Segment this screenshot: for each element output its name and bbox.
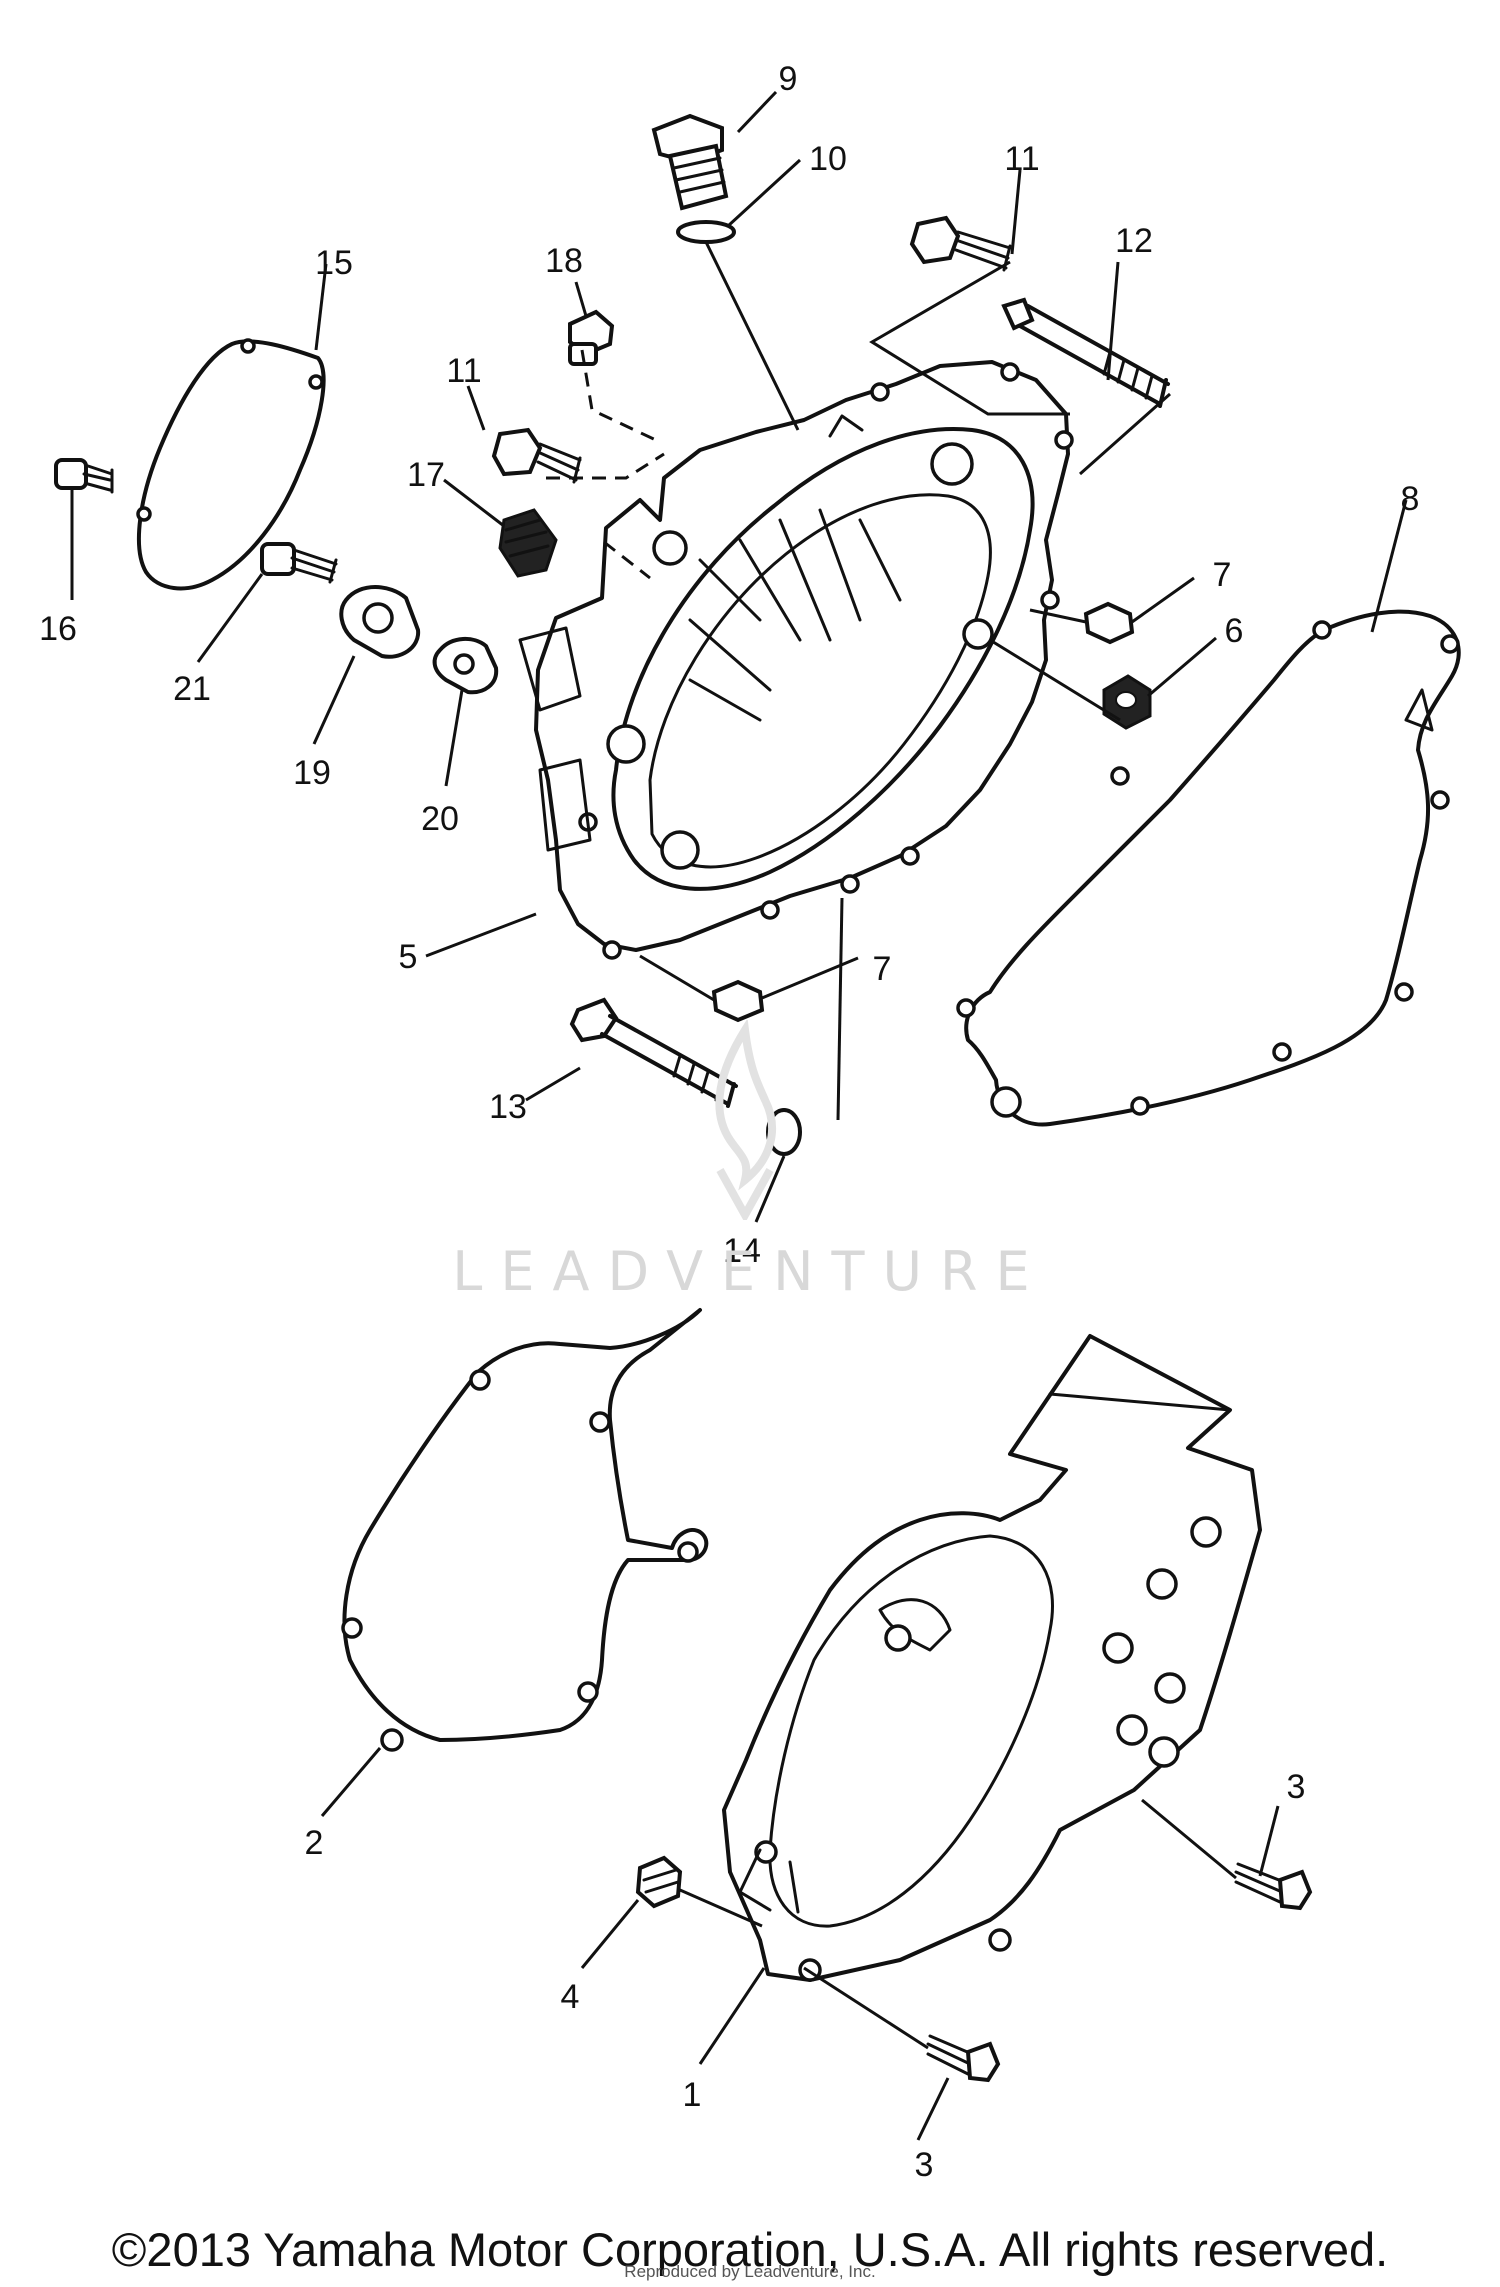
part-12-long-bolt — [1001, 297, 1170, 408]
part-13-long-bolt — [569, 997, 738, 1108]
callout-5: 5 — [399, 938, 418, 976]
callout-11-middle: 11 — [446, 352, 481, 390]
callout-4: 4 — [561, 1978, 580, 2016]
callout-11-upper: 11 — [1004, 140, 1039, 178]
callout-13: 13 — [489, 1088, 527, 1126]
part-21-bolt — [260, 542, 338, 584]
leader-lines — [70, 90, 1408, 2141]
callout-20: 20 — [421, 800, 459, 838]
leadventure-watermark-logo — [715, 1020, 777, 1220]
callout-10: 10 — [809, 140, 847, 178]
copyright-notice: ©2013 Yamaha Motor Corporation, U.S.A. A… — [111, 2223, 1389, 2276]
callout-6: 6 — [1225, 612, 1244, 650]
callout-17: 17 — [407, 456, 445, 494]
part-5-crankcase-cover — [518, 360, 1074, 960]
callout-15: 15 — [315, 244, 353, 282]
callout-7-upper: 7 — [1213, 556, 1232, 594]
callout-9: 9 — [779, 60, 798, 98]
part-16-bolt — [54, 458, 114, 494]
part-3-screw-right — [1234, 1862, 1313, 1911]
callout-16: 16 — [39, 610, 77, 648]
part-20-plate — [432, 637, 499, 695]
part-17-element — [498, 508, 558, 578]
part-18-plug — [568, 309, 615, 366]
part-3-screw-lower — [926, 2034, 1001, 2083]
callout-8: 8 — [1401, 480, 1420, 518]
part-11-bolt-upper — [909, 215, 1012, 272]
part-10-o-ring — [676, 220, 736, 244]
part-7-dowel-lower — [711, 979, 765, 1023]
part-4-plug — [635, 1855, 683, 1909]
part-7-dowel-upper — [1083, 601, 1135, 645]
part-6-seal — [1102, 674, 1152, 730]
part-9-filler-cap — [651, 113, 729, 211]
callout-7-lower: 7 — [873, 950, 892, 988]
part-15-gasket — [136, 338, 326, 591]
callout-2: 2 — [305, 1824, 324, 1862]
part-19-flange — [339, 585, 421, 659]
callout-3-lower: 3 — [915, 2146, 934, 2184]
callout-14: 14 — [723, 1232, 761, 1270]
callout-3-right: 3 — [1287, 1768, 1306, 1806]
callout-1: 1 — [683, 2076, 702, 2114]
reproduced-by-notice: Reproduced by Leadventure, Inc. — [624, 2262, 876, 2281]
callout-12: 12 — [1115, 222, 1153, 260]
part-2-gasket — [341, 1308, 709, 1752]
callout-labels: 1 2 3 3 4 5 6 7 7 8 9 10 11 11 12 13 14 … — [39, 60, 1419, 2184]
callout-21: 21 — [173, 670, 211, 708]
watermark-text: LEADVENTURE — [452, 1240, 1048, 1303]
part-8-gasket — [956, 609, 1461, 1127]
callout-18: 18 — [545, 242, 583, 280]
part-1-outer-cover — [722, 1334, 1262, 1982]
callout-19: 19 — [293, 754, 331, 792]
part-11-bolt-middle — [491, 427, 582, 484]
